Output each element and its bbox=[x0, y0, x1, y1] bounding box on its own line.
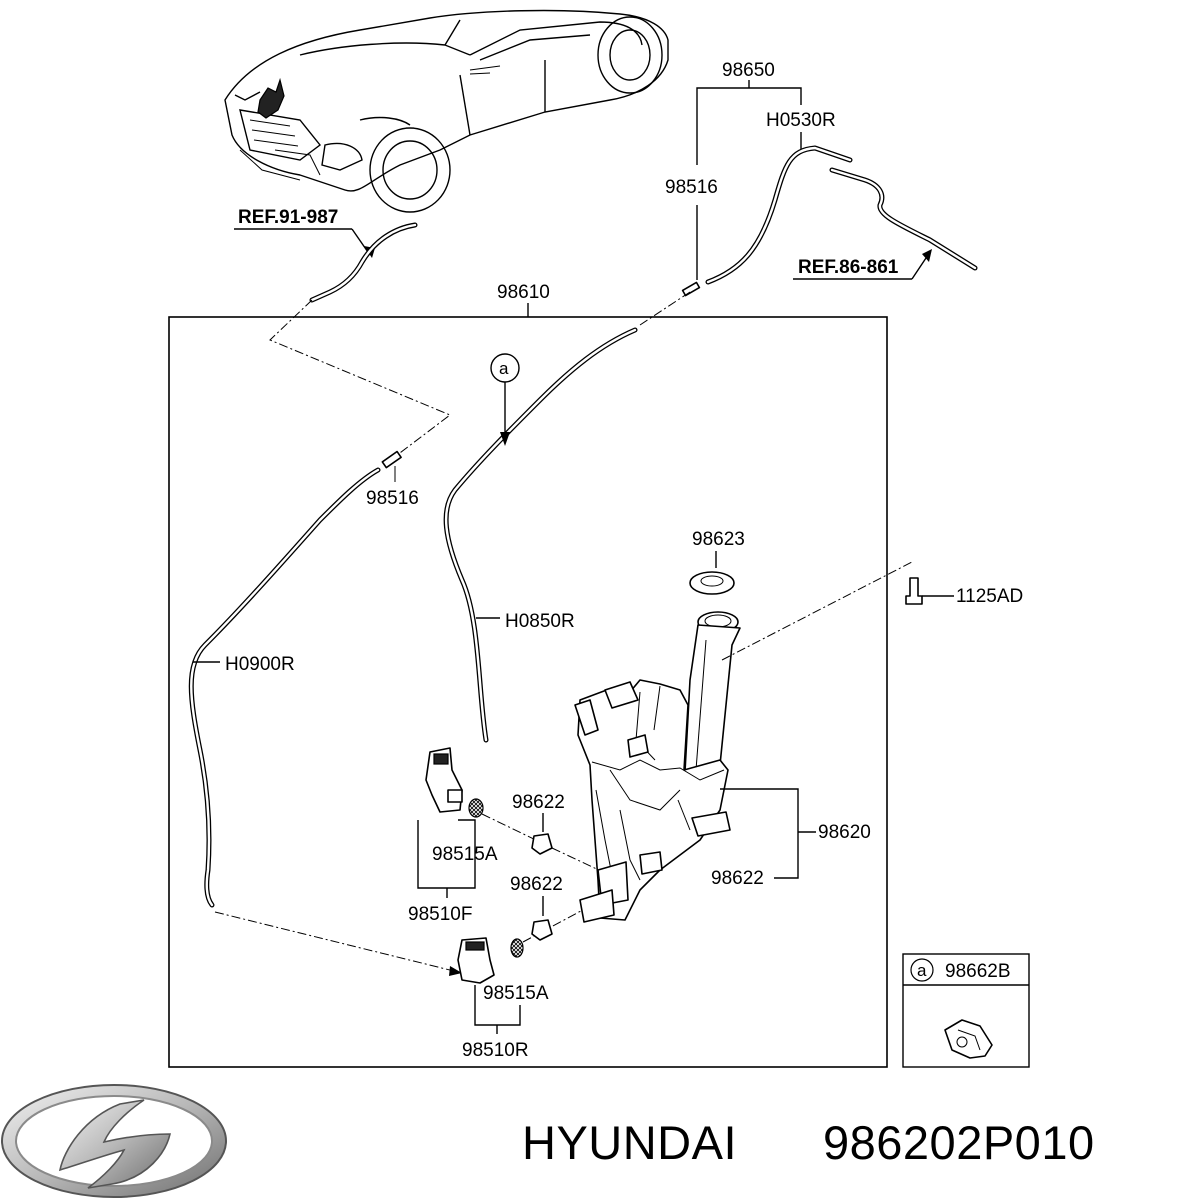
vehicle-illustration bbox=[224, 9, 669, 213]
bolt-1125ad bbox=[905, 577, 923, 605]
main-assembly-frame: 98610 bbox=[168, 282, 888, 1068]
ref-91-987-label: REF.91-987 bbox=[238, 207, 338, 228]
ref-86-861-label: REF.86-861 bbox=[798, 257, 899, 278]
filter-98515a-lower-label: 98515A bbox=[483, 983, 549, 1004]
pump-98510r-label: 98510R bbox=[462, 1040, 529, 1061]
inset-clip-98662b: a 98662B bbox=[902, 953, 1030, 1068]
clip-98662b-label: 98662B bbox=[945, 961, 1011, 982]
hose-h0900r-label: H0900R bbox=[225, 654, 295, 675]
grommet-lower: 98622 bbox=[510, 874, 563, 941]
grommet-98622-lower-label: 98622 bbox=[510, 874, 563, 895]
grommet-98622-upper-label: 98622 bbox=[512, 792, 565, 813]
connector-98516-top-label: 98516 bbox=[665, 177, 718, 198]
bolt-1125ad-label: 1125AD bbox=[956, 586, 1023, 607]
pump-98510f-label: 98510F bbox=[408, 904, 472, 925]
inner-hoses: a 98516 H0850R H0900R bbox=[188, 327, 638, 976]
reservoir-98620-label: 98620 bbox=[818, 822, 871, 843]
filter-98515a-upper-label: 98515A bbox=[432, 844, 498, 865]
pump-front-bracket bbox=[417, 819, 476, 889]
cap-98623-label: 98623 bbox=[692, 529, 745, 550]
filter-rear bbox=[510, 938, 524, 958]
connector-98516-left-label: 98516 bbox=[366, 488, 419, 509]
hyundai-logo bbox=[1, 1084, 227, 1198]
connector-left bbox=[381, 450, 402, 469]
inset-a-marker bbox=[910, 958, 934, 982]
hose-h0850r-label: H0850R bbox=[505, 611, 575, 632]
inset-a-text: a bbox=[917, 961, 927, 980]
reservoir-grommet-98622-label: 98622 bbox=[711, 868, 764, 889]
hose-assembly-98650-label: 98650 bbox=[722, 60, 775, 81]
filter-front bbox=[468, 798, 484, 818]
callout-a-text: a bbox=[499, 359, 509, 378]
brand-name: HYUNDAI bbox=[522, 1116, 737, 1169]
pump-rear bbox=[457, 904, 593, 984]
part-number: 986202P010 bbox=[823, 1116, 1095, 1169]
grommet-upper: 98622 bbox=[512, 792, 621, 881]
pump-front bbox=[425, 747, 541, 843]
washer-reservoir: 98623 1125AD 98620 9862 bbox=[574, 529, 1023, 923]
upper-hoses: REF.91-987 98650 H0530R 98516 REF.86-861 bbox=[234, 60, 978, 463]
hose-assembly-98610-label: 98610 bbox=[497, 282, 550, 303]
hose-h0530r-label: H0530R bbox=[766, 110, 836, 131]
